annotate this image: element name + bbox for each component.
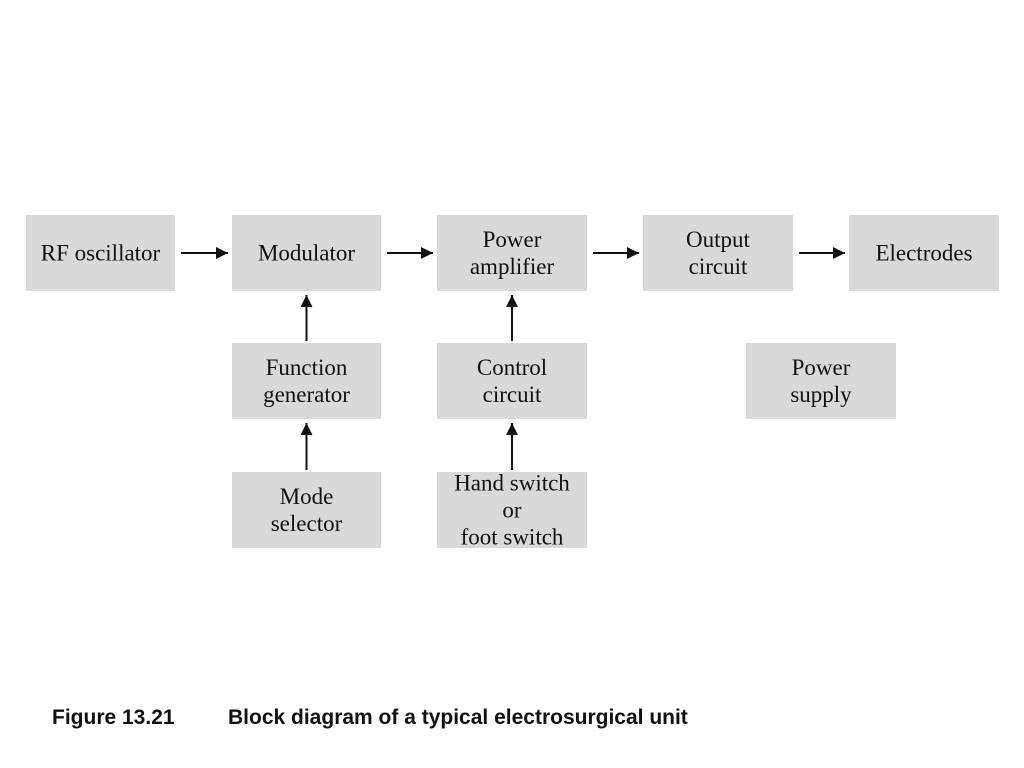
block-rf-oscillator: RF oscillator: [26, 215, 175, 291]
connections: [181, 247, 845, 470]
block-output-circuit-label-line: Output: [686, 227, 751, 252]
block-electrodes-label-line: Electrodes: [875, 241, 972, 266]
block-modulator-label-line: Modulator: [258, 241, 355, 266]
block-function-generator-label-line: generator: [263, 382, 350, 407]
figure-caption: Figure 13.21 Block diagram of a typical e…: [52, 706, 688, 730]
block-modulator: Modulator: [232, 215, 381, 291]
block-power-supply-label-line: Power: [792, 355, 851, 380]
block-output-circuit-label-line: circuit: [689, 254, 748, 279]
block-modulator-box: [232, 215, 381, 291]
block-output-circuit-box: [643, 215, 793, 291]
block-control-circuit-label-line: circuit: [483, 382, 542, 407]
block-control-circuit-label-line: Control: [477, 355, 547, 380]
block-function-generator-box: [232, 343, 381, 419]
block-control-circuit-box: [437, 343, 587, 419]
figure-number: Figure 13.21: [52, 706, 175, 729]
block-power-amplifier-label-line: Power: [483, 227, 542, 252]
block-hand-or-foot-switch-label-line: or: [502, 498, 522, 523]
block-function-generator-label-line: Function: [266, 355, 348, 380]
block-electrodes-box: [849, 215, 999, 291]
block-power-amplifier-label-line: amplifier: [470, 254, 555, 279]
block-hand-or-foot-switch-box: [437, 472, 587, 548]
block-mode-selector-box: [232, 472, 381, 548]
block-electrodes: Electrodes: [849, 215, 999, 291]
block-hand-or-foot-switch-label-line: foot switch: [461, 525, 564, 550]
block-rf-oscillator-label-line: RF oscillator: [41, 241, 161, 266]
caption-text: Block diagram of a typical electrosurgic…: [228, 706, 688, 729]
block-power-supply-label-line: supply: [790, 382, 852, 407]
block-mode-selector-label-line: Mode: [280, 484, 334, 509]
block-power-amplifier-box: [437, 215, 587, 291]
block-power-supply-box: [746, 343, 896, 419]
block-hand-or-foot-switch-label-line: Hand switch: [454, 471, 570, 496]
block-rf-oscillator-box: [26, 215, 175, 291]
block-mode-selector-label-line: selector: [271, 511, 343, 536]
